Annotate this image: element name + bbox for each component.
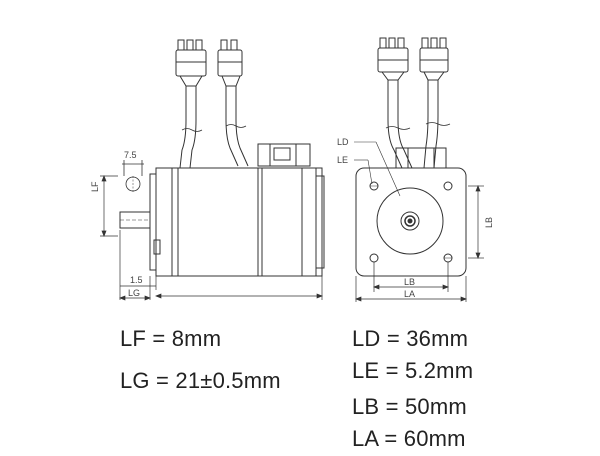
dim-label-1-5: 1.5 (130, 275, 143, 285)
dim-label-lf: LF (90, 181, 100, 192)
spec-lg: LG = 21±0.5mm (120, 368, 281, 393)
front-view-cables (385, 80, 451, 169)
side-view-shaft (119, 211, 151, 229)
side-view-length-dimension (155, 276, 323, 300)
dim-label-ld: LD (337, 137, 349, 147)
side-view-connector-right (217, 39, 243, 87)
dim-label-lg: LG (128, 288, 140, 298)
front-view-connector-left (377, 37, 409, 81)
dim-label-lb-bottom: LB (404, 277, 415, 287)
lf-dimension (100, 175, 118, 237)
spec-lb: LB = 50mm (352, 394, 467, 419)
ld-le-leaders (354, 141, 401, 197)
front-view-pilot (376, 187, 444, 255)
front-view (354, 37, 484, 302)
front-view-flange (355, 167, 467, 277)
side-view (100, 39, 325, 301)
spec-la: LA = 60mm (352, 426, 466, 451)
dim-label-la: LA (404, 289, 415, 299)
lg-dimension (119, 230, 157, 301)
shaft-section-detail (122, 160, 144, 192)
spec-lf: LF = 8mm (120, 326, 222, 351)
side-view-cables (179, 86, 249, 169)
side-view-motor-body (149, 167, 325, 277)
side-view-connector-left (175, 39, 207, 87)
spec-le: LE = 5.2mm (352, 358, 474, 383)
front-view-connector-right (419, 37, 449, 81)
spec-ld: LD = 36mm (352, 326, 469, 351)
lb-side-dimension (468, 185, 484, 259)
dim-label-lb-side: LB (484, 217, 494, 228)
dim-label-7-5: 7.5 (124, 150, 137, 160)
lb-la-bottom-dimension (355, 262, 467, 302)
motor-technical-drawing: 7.5 LF 1.5 LG (90, 37, 494, 302)
dim-label-le: LE (337, 155, 348, 165)
side-view-encoder-housing (257, 143, 311, 167)
